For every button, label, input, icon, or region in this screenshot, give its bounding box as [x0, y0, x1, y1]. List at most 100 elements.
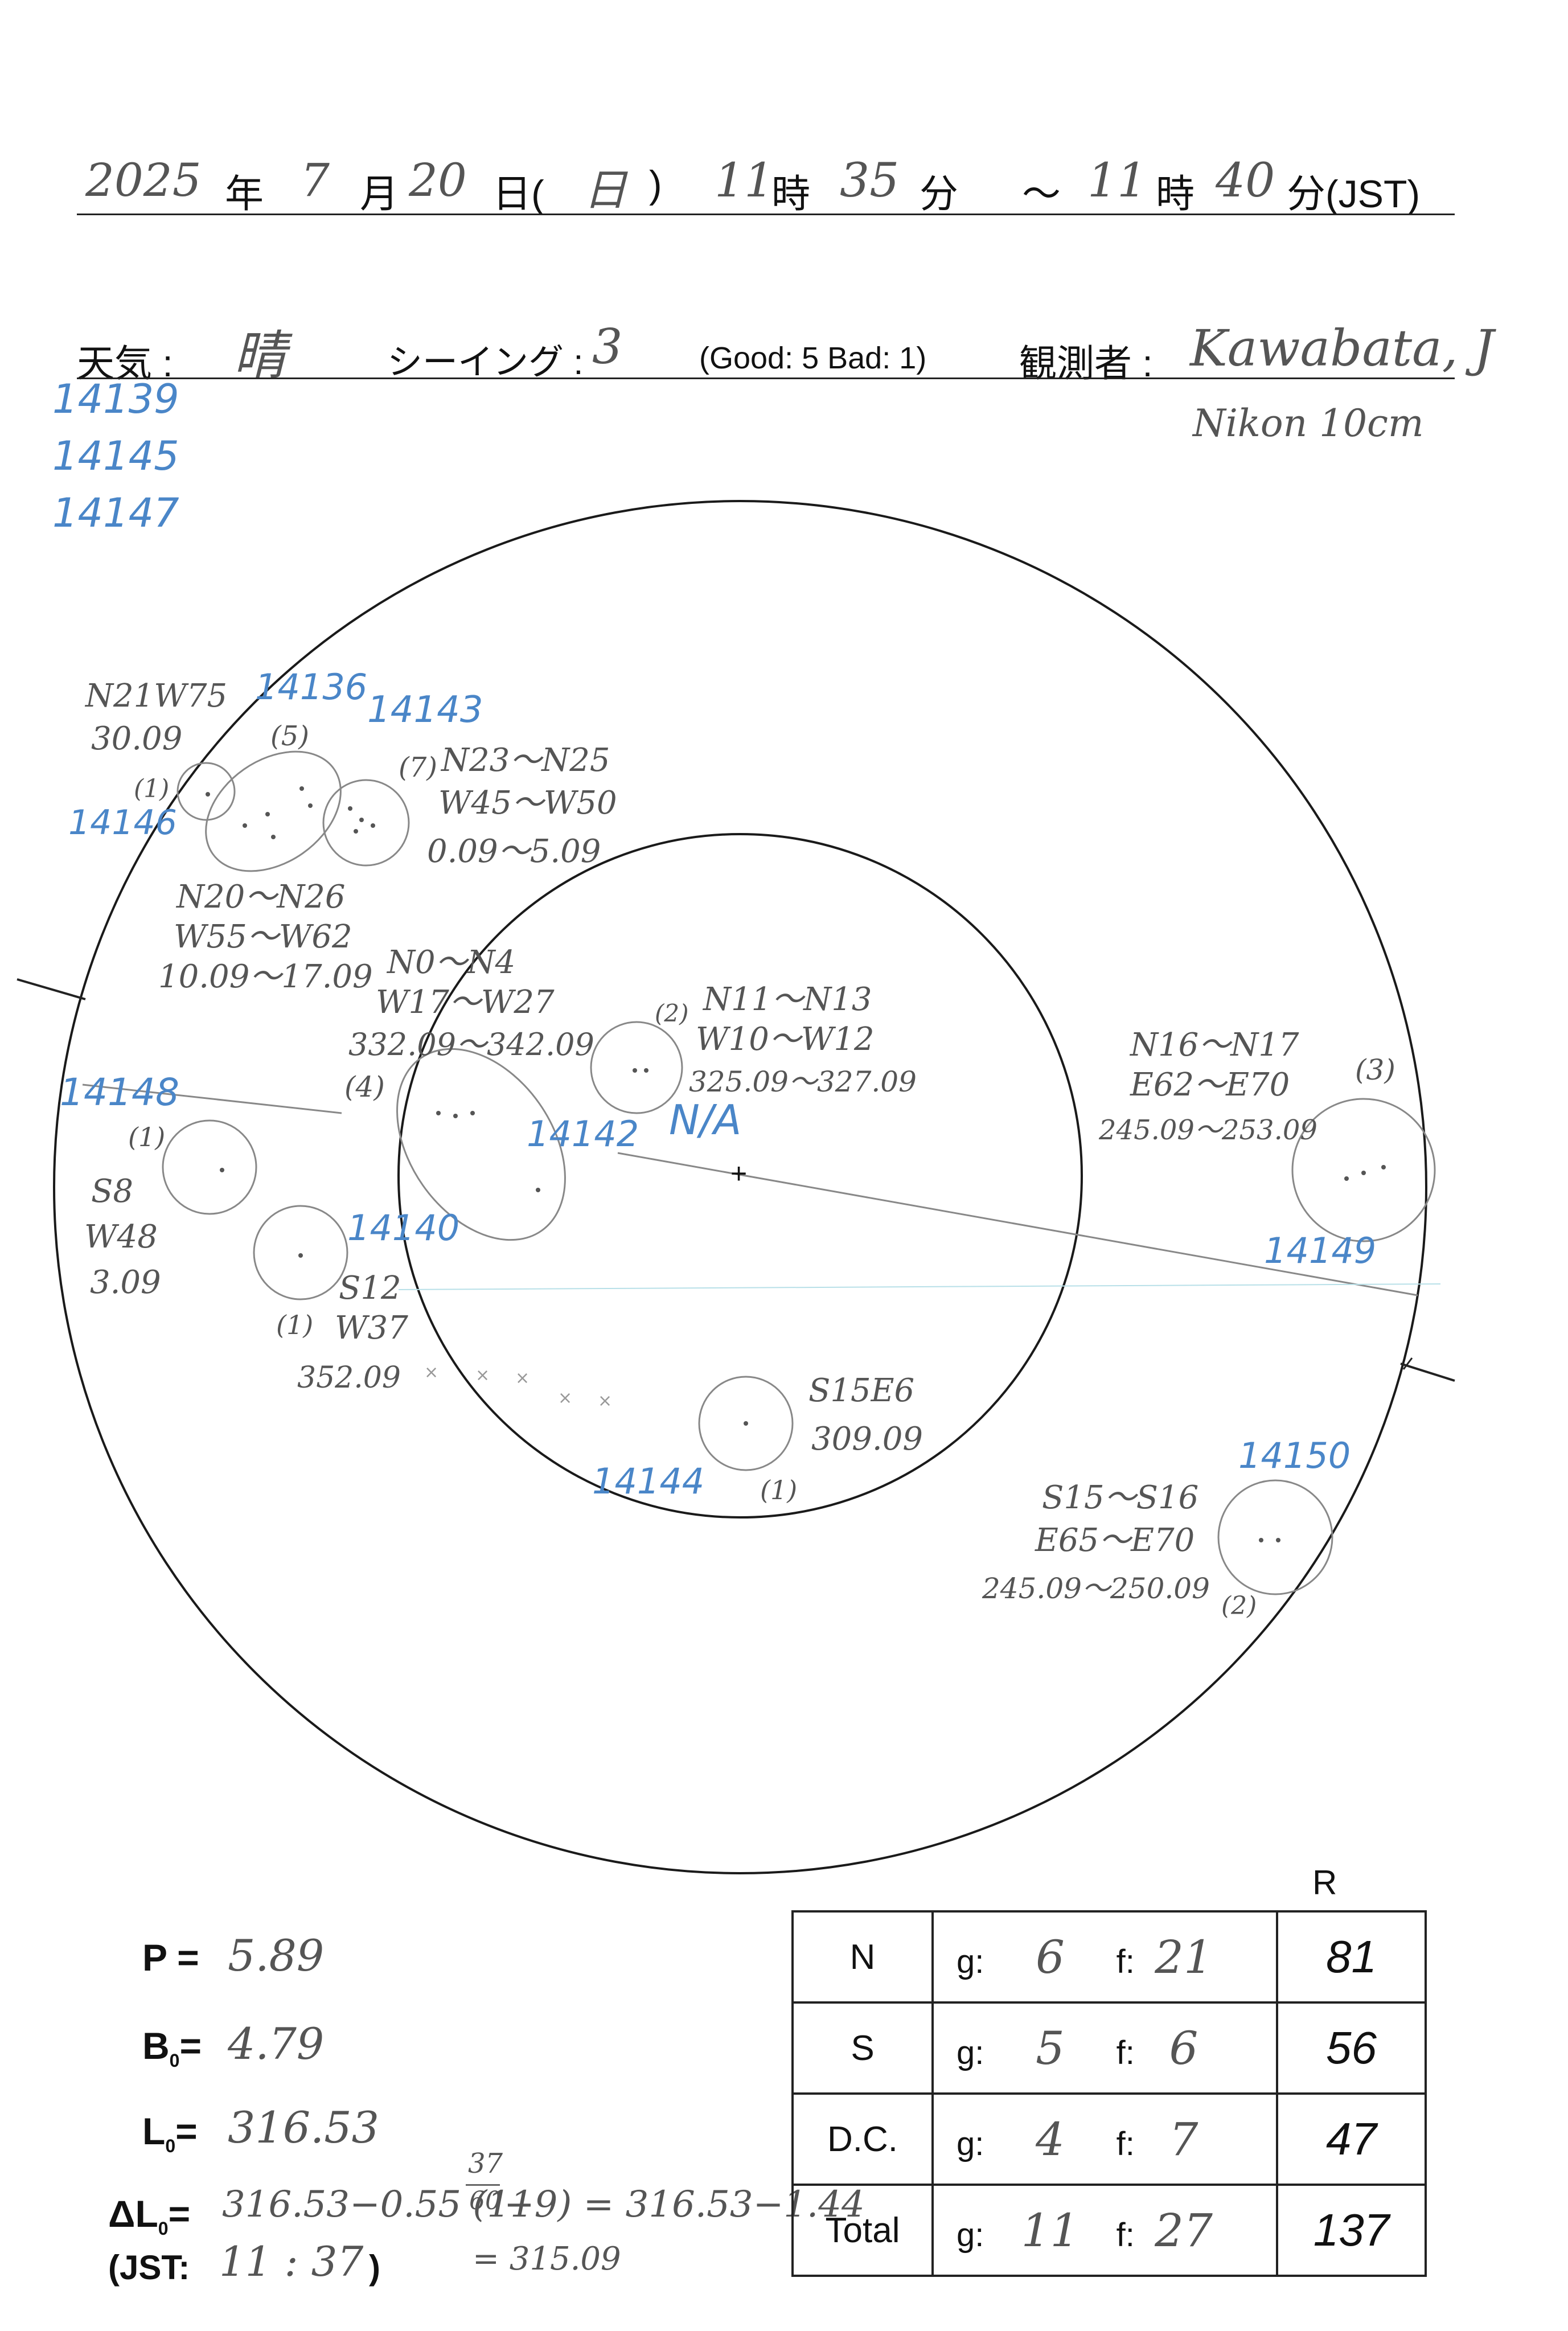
relative-number: 47 [1276, 2092, 1427, 2186]
svg-text:×: × [424, 1363, 438, 1382]
side-region-number: 14145 [52, 433, 179, 479]
group-n11-count: (2) [655, 999, 689, 1027]
group-14149-count: (3) [1355, 1053, 1395, 1086]
group-14146-region: 14146 [68, 803, 177, 843]
p-angle-value: 5.89 [228, 1930, 325, 1981]
group-14136-count: (5) [270, 720, 309, 752]
group-14143-latitude: N23～N25 [441, 742, 610, 779]
group-14143-region: 14143 [367, 689, 483, 731]
group-spot-cell: g: 4 f: 7 [931, 2092, 1278, 2186]
r-column-header: R [1312, 1864, 1337, 1902]
observer-label: 観測者 : [1019, 342, 1153, 384]
group-14146-longitude: 30.09 [91, 720, 183, 757]
start-minute: 35 [840, 154, 900, 208]
axis-tick-left [17, 978, 86, 1000]
group-14142-region: 14142 [527, 1113, 639, 1155]
group-14146-position: N21W75 [85, 678, 228, 715]
group-14142-count: (4) [344, 1070, 385, 1103]
relative-number: 56 [1276, 2001, 1427, 2095]
spot-count: 27 [1155, 2203, 1213, 2257]
group-14136-latitude: N20～N26 [176, 879, 346, 916]
table-row: S g: 5 f: 6 56 [791, 2001, 1427, 2095]
group-n11-longitude-range: W10～W12 [696, 1021, 875, 1058]
group-14144-count: (1) [760, 1475, 798, 1505]
group-14150-region: 14150 [1238, 1435, 1351, 1476]
side-region-number: 14139 [52, 376, 179, 422]
group-n11-latitude: N11～N13 [703, 981, 872, 1018]
jst-label: (JST: [108, 2248, 190, 2287]
spot-count: 6 [1169, 2021, 1198, 2075]
row-label: N [791, 1910, 934, 2004]
end-minute: 40 [1216, 154, 1275, 208]
row-label: Total [791, 2184, 934, 2277]
seeing-value: 3 [592, 319, 623, 375]
b0-label: B0= [142, 2025, 202, 2071]
svg-text:×: × [598, 1391, 612, 1411]
month-value: 7 [301, 154, 330, 207]
sunspot-dots [206, 786, 1386, 1542]
time-range-tilde: ～ [1022, 173, 1061, 216]
start-minute-unit: 分 [920, 173, 959, 216]
group-count: 5 [1036, 2021, 1065, 2075]
p-angle-label: P = [142, 1936, 199, 1979]
group-spot-cell: g: 5 f: 6 [931, 2001, 1278, 2095]
spot-count: 21 [1155, 1930, 1213, 1984]
svg-text:×: × [515, 1368, 529, 1388]
delta-l0-result: = 315.09 [473, 2240, 621, 2277]
sunspot-group-14140 [253, 1205, 348, 1300]
group-14148-count: (1) [128, 1122, 166, 1152]
sunspot-group-14149 [1291, 1098, 1436, 1242]
group-14140-longitude: W37 [335, 1310, 408, 1347]
svg-text:×: × [558, 1388, 572, 1408]
sunspot-group-14143 [322, 779, 410, 867]
group-14150-longitude-range: E65～E70 [1035, 1522, 1195, 1559]
faint-guide-line [398, 1283, 1441, 1290]
sunspot-group-14142 [396, 1048, 566, 1241]
group-14136-longitude-range: W55～W62 [174, 918, 352, 955]
group-14148-latitude: S8 [91, 1173, 133, 1210]
delta-l0-expression-a: 316.53−0.55 (11 [222, 2184, 533, 2226]
end-hour-unit: 時 [1156, 173, 1195, 216]
group-14143-count: (7) [399, 752, 437, 783]
weather-value: 晴 [233, 325, 286, 386]
table-row: Total g: 11 f: 27 137 [791, 2184, 1427, 2277]
group-14140-count: (1) [276, 1310, 314, 1340]
relative-number: 81 [1276, 1910, 1427, 2004]
sunspot-group-14150 [1217, 1479, 1333, 1595]
group-14149-longitude-range: E62～E70 [1130, 1066, 1290, 1103]
seeing-scale-note: (Good: 5 Bad: 1) [699, 341, 927, 375]
seeing-label: シーイング : [387, 343, 584, 382]
month-unit: 月 [360, 173, 399, 216]
delta-l0-fraction-denominator: 60 [469, 2186, 501, 2215]
solar-disk-outline [53, 500, 1427, 1874]
day-value: 20 [409, 154, 467, 207]
group-spot-cell: g: 11 f: 27 [931, 2184, 1278, 2277]
group-14136-carrington: 10.09～17.09 [158, 958, 373, 995]
l0-value: 316.53 [228, 2102, 379, 2153]
no-active-region-label: N/A [669, 1096, 742, 1144]
delta-l0-fraction-bar [466, 2184, 500, 2186]
inner-reference-circle [397, 833, 1083, 1519]
group-14149-carrington: 245.09～253.09 [1099, 1114, 1317, 1146]
year-value: 2025 [85, 154, 202, 207]
weekday-value: 日 [584, 165, 627, 215]
sunspot-group-n11 [590, 1021, 683, 1114]
table-row: N g: 6 f: 21 81 [791, 1910, 1427, 2004]
group-14136-region: 14136 [255, 666, 368, 708]
row-label: D.C. [791, 2092, 934, 2186]
delta-l0-fraction-numerator: 37 [468, 2148, 503, 2180]
group-14150-carrington: 245.09～250.09 [982, 1572, 1210, 1605]
start-hour: 11 [715, 154, 774, 208]
faint-marks: ××××× [424, 1363, 612, 1411]
group-14142-longitude-range: W17～W27 [376, 984, 555, 1021]
equator-line-left [82, 1084, 342, 1114]
relative-number: 137 [1276, 2184, 1427, 2277]
sunspot-group-14136 [205, 750, 342, 872]
group-14148-region: 14148 [60, 1070, 179, 1114]
group-14144-position: S15E6 [808, 1372, 915, 1409]
l0-label: L0= [142, 2110, 198, 2157]
sunspot-group-14146 [176, 762, 236, 821]
group-count: 11 [1021, 2203, 1079, 2257]
group-count: 6 [1036, 1930, 1065, 1984]
